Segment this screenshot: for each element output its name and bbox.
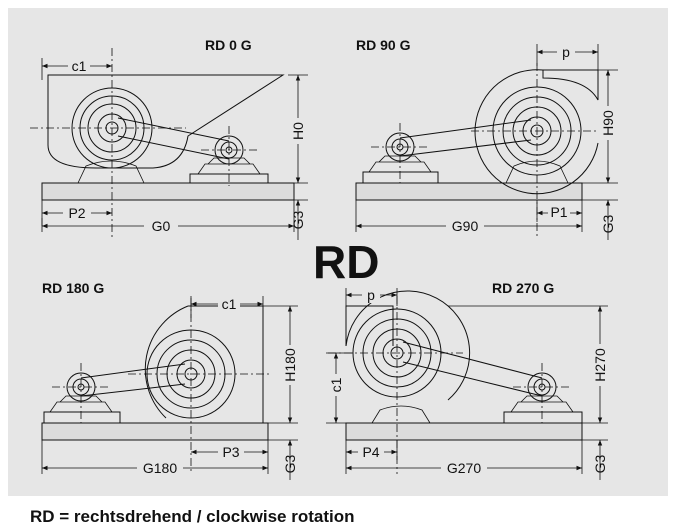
view-rd270: p c1 H270 P4 G270 G3 RD 270 G [326,280,609,480]
dim-p2: P2 [68,205,85,221]
view-rd180: c1 H180 G180 P3 G3 RD 180 G [41,280,299,480]
motor-rail [362,171,439,184]
dim-g3: G3 [290,210,306,229]
dim-g0: G0 [152,218,171,234]
view-rd90: p H90 G90 P1 G3 RD 90 G [355,37,618,240]
dim-p3: P3 [222,444,239,460]
dim-g90: G90 [452,218,479,234]
dim-g3: G3 [592,454,608,473]
fan-housing-curve [144,305,189,419]
dim-p1: P1 [550,204,567,220]
fan-housing [47,74,285,169]
fan-housing [345,290,471,401]
drive-belt [402,341,543,397]
fan-arrangement-drawing: c1 H0 P2 G0 G3 RD 0 G [30,37,618,480]
fan-outlet [542,69,599,101]
drive-belt [399,119,532,157]
dim-c1: c1 [72,58,87,74]
drive-belt [117,117,230,160]
base-frame [355,182,583,201]
dim-g180: G180 [143,460,177,476]
diagram-panel: c1 H0 P2 G0 G3 RD 0 G [8,8,668,496]
dim-h90: H90 [600,110,616,136]
dim-g3: G3 [282,454,298,473]
center-label: RD [313,236,379,288]
dim-p4: P4 [362,444,379,460]
fan-housing [188,305,264,424]
dim-c1: c1 [222,296,237,312]
base-frame [345,422,583,441]
base-frame [41,422,269,441]
caption: RD = rechtsdrehend / clockwise rotation [30,507,355,526]
fan-pedestal [77,160,145,184]
fan-housing [474,69,599,195]
view-title-rd180: RD 180 G [42,280,104,296]
dim-c1: c1 [328,377,344,392]
motor-rail [503,411,583,424]
view-title-rd270: RD 270 G [492,280,554,296]
base-frame [41,182,295,201]
dim-h270: H270 [592,348,608,382]
fan-pedestal [371,405,431,424]
view-rd0: c1 H0 P2 G0 G3 RD 0 G [30,37,308,240]
fan-outlet [345,305,394,346]
dim-g270: G270 [447,460,481,476]
dim-p: p [367,287,375,303]
dim-g3: G3 [600,214,616,233]
dim-h180: H180 [282,348,298,382]
drive-belt [80,363,186,397]
dim-p: p [562,44,570,60]
view-title-rd0: RD 0 G [205,37,252,53]
dim-h0: H0 [290,122,306,140]
motor-rail [43,411,121,424]
view-title-rd90: RD 90 G [356,37,411,53]
